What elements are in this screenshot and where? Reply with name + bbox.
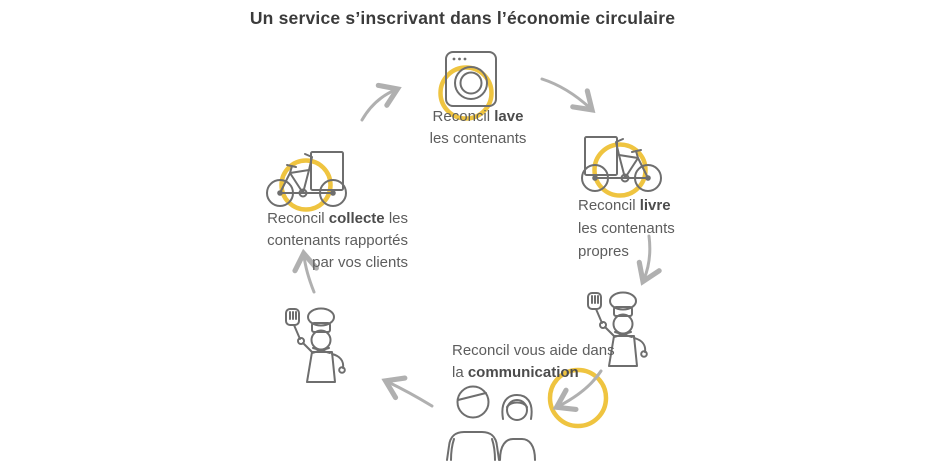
chef-icon <box>285 307 346 383</box>
clients-couple-icon <box>446 385 536 461</box>
step-label-communicate: Reconcil vous aide dans la communication <box>452 342 615 381</box>
arrow-clients-to-chef <box>381 375 434 408</box>
arrow-wash-to-deliver <box>540 77 596 113</box>
washing-machine-icon <box>438 51 497 121</box>
cargo-bike-icon <box>266 151 347 212</box>
step-label-collect: Reconcil collecte les contenants rapport… <box>267 210 408 271</box>
cargo-bike-icon <box>581 136 662 198</box>
step-label-deliver: Reconcil livre les contenants propres <box>578 197 675 260</box>
page-title: Un service s’inscrivant dans l’économie … <box>249 8 676 28</box>
chef-icon <box>587 291 648 367</box>
step-label-wash: Reconcil lave les contenants <box>429 108 527 147</box>
arrow-collect-to-wash <box>360 82 402 122</box>
